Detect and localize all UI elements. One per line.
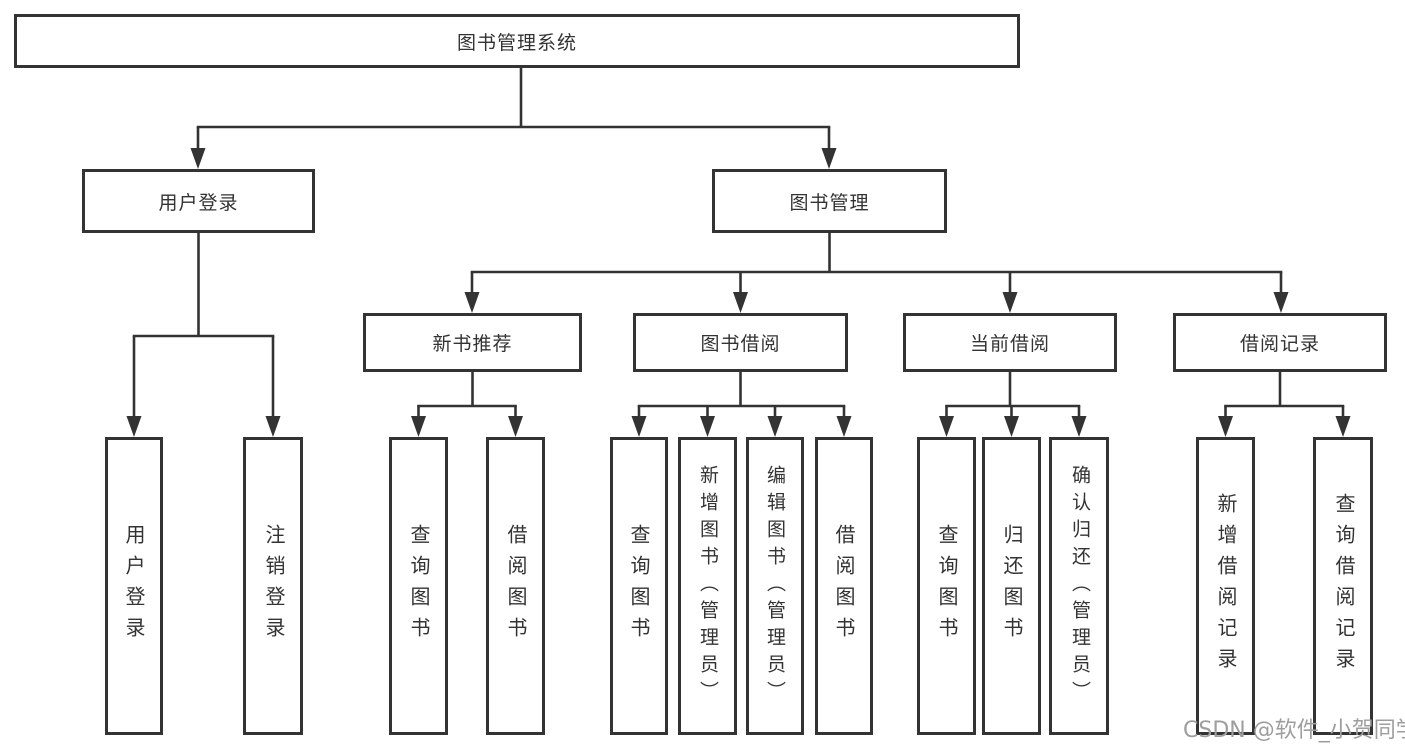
connector-arrowhead — [411, 416, 426, 437]
connector-arrowhead — [631, 416, 647, 437]
leaf-borrow-edit-book-admin: 编辑图书（管理员） — [746, 437, 804, 735]
node-borrow-record: 借阅记录 — [1173, 313, 1387, 372]
connector-arrowhead — [700, 416, 715, 437]
connector-arrowhead — [939, 416, 954, 437]
connector-arrowhead — [464, 292, 480, 313]
node-root: 图书管理系统 — [14, 14, 1020, 68]
leaf-current-return-book: 归还图书 — [982, 437, 1041, 735]
connector-arrowhead — [126, 416, 142, 437]
leaf-current-query-book: 查询图书 — [917, 437, 976, 735]
leaf-logout: 注销登录 — [243, 437, 303, 735]
connector-arrowhead — [1004, 416, 1019, 437]
connector-arrowhead — [1071, 416, 1087, 437]
connector-arrowhead — [1273, 292, 1289, 313]
leaf-borrow-borrow-book: 借阅图书 — [815, 437, 873, 735]
connector-arrowhead — [1002, 292, 1018, 313]
connector-arrowhead — [733, 292, 748, 313]
leaf-current-confirm-return-admin: 确认归还（管理员） — [1049, 437, 1109, 735]
connector-arrowhead — [767, 416, 783, 437]
connector-arrowhead — [1335, 416, 1351, 437]
connector-arrowhead — [190, 148, 206, 169]
leaf-record-query-record: 查询借阅记录 — [1313, 437, 1373, 735]
leaf-record-add-record: 新增借阅记录 — [1196, 437, 1255, 735]
leaf-recommend-borrow-book: 借阅图书 — [486, 437, 545, 735]
node-book-management: 图书管理 — [712, 169, 947, 233]
connector-arrowhead — [1218, 416, 1233, 437]
node-current-borrow: 当前借阅 — [903, 313, 1117, 372]
leaf-borrow-query-book: 查询图书 — [610, 437, 668, 735]
node-book-borrow: 图书借阅 — [633, 313, 848, 372]
connector-arrowhead — [821, 148, 837, 169]
node-user-login: 用户登录 — [82, 169, 315, 233]
leaf-borrow-add-book-admin: 新增图书（管理员） — [678, 437, 737, 735]
leaf-user-login: 用户登录 — [105, 437, 163, 735]
leaf-recommend-query-book: 查询图书 — [389, 437, 448, 735]
connector-arrowhead — [265, 416, 281, 437]
node-new-book-recommend: 新书推荐 — [363, 313, 582, 372]
csdn-watermark: CSDN @软件_小贺同学 — [1183, 718, 1405, 743]
connector-arrowhead — [508, 416, 523, 437]
connector-arrowhead — [836, 416, 852, 437]
